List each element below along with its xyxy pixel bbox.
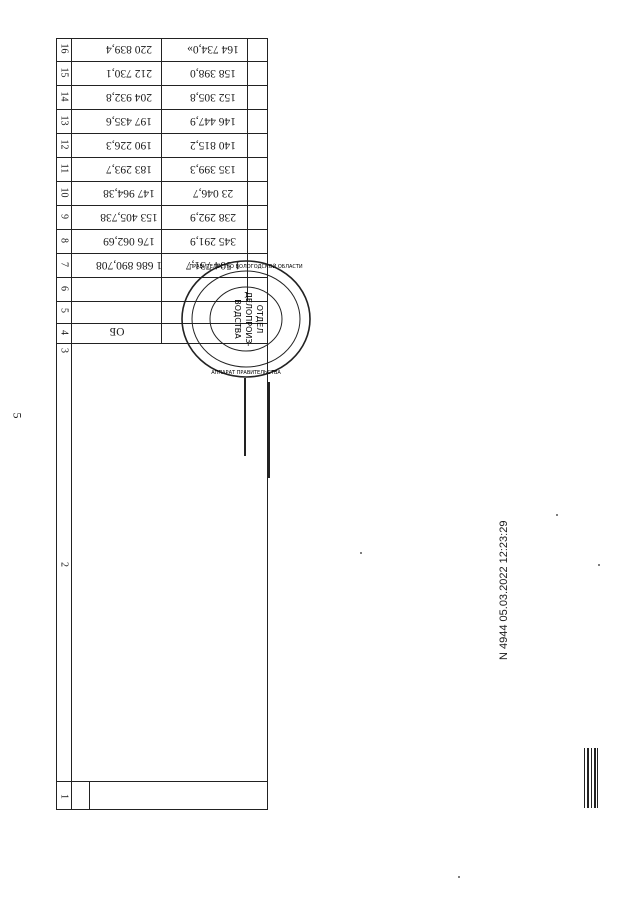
scan-speck	[360, 552, 362, 554]
column-number: 12	[58, 139, 70, 150]
table-cell: 146 447,9	[190, 115, 236, 127]
grid-line	[161, 301, 162, 343]
column-number: 5	[58, 308, 70, 313]
scan-speck	[458, 876, 460, 878]
table-cell: 164 734,0»	[187, 43, 239, 55]
column-number: 9	[58, 214, 70, 219]
column-number: 16	[58, 43, 70, 54]
grid-line	[71, 301, 161, 302]
grid-line	[57, 109, 267, 110]
grid-line	[57, 229, 267, 230]
stamp-inner-line: ВОДСТВА	[233, 299, 242, 339]
grid-line	[57, 781, 267, 782]
column-number: 15	[58, 67, 70, 78]
table-cell: 135 399,3	[190, 163, 236, 175]
column-number: 8	[58, 238, 70, 243]
grid-line	[57, 85, 267, 86]
table-cell: 23 046,7	[192, 187, 234, 199]
grid-line	[89, 781, 90, 809]
column-number: 2	[58, 562, 70, 567]
stamp-inner-line: ДЕЛОПРОИЗ-	[244, 292, 253, 347]
table-cell: 140 815,2	[190, 139, 236, 151]
column-number: 14	[58, 91, 70, 102]
grid-line	[57, 181, 267, 182]
signature-stroke	[244, 378, 246, 456]
table-cell: 152 305,8	[190, 91, 236, 103]
column-number: 11	[58, 163, 70, 174]
grid-line	[57, 157, 267, 158]
signature-stroke	[268, 382, 270, 478]
grid-line	[57, 253, 267, 254]
stamp-outer-text: ПРАВИТЕЛЬСТВО ВОЛОГОДСКОЙ ОБЛАСТИ	[189, 263, 303, 270]
column-number: 13	[58, 115, 70, 126]
registration-barcode-icon	[584, 748, 598, 808]
grid-line	[57, 323, 267, 324]
grid-line	[57, 205, 267, 206]
grid-line	[57, 277, 267, 278]
registration-stamp: N 4944 05.03.2022 12:23:29	[498, 520, 510, 660]
grid-line	[57, 133, 267, 134]
column-number: 7	[58, 262, 70, 267]
data-table: 16 15 14 13 12 11 10 9 8 7 6 5 4 3 2 1 2…	[56, 38, 268, 810]
stamp-bottom-text: АППАРАТ ПРАВИТЕЛЬСТВА	[211, 370, 281, 376]
grid-line	[71, 39, 72, 809]
table-cell: 345 291,9	[190, 235, 236, 247]
grid-line	[57, 343, 267, 344]
official-stamp: ОТДЕЛ ДЕЛОПРОИЗ- ВОДСТВА ПРАВИТЕЛЬСТВО В…	[181, 260, 311, 378]
grid-line	[57, 61, 267, 62]
table-cell: ОБ	[109, 325, 125, 337]
grid-line	[247, 39, 248, 301]
stamp-inner-line: ОТДЕЛ	[255, 305, 264, 334]
scan-speck	[556, 514, 558, 516]
column-number: 1	[58, 794, 70, 799]
column-number: 3	[58, 348, 70, 353]
scan-speck	[598, 564, 600, 566]
table-cell: 238 292,9	[190, 211, 236, 223]
grid-line	[57, 301, 267, 302]
page-number: 5	[10, 412, 25, 419]
column-number: 6	[58, 286, 70, 291]
grid-line	[161, 39, 162, 301]
table-cell: 158 398,0	[190, 67, 236, 79]
column-number: 10	[58, 187, 70, 198]
